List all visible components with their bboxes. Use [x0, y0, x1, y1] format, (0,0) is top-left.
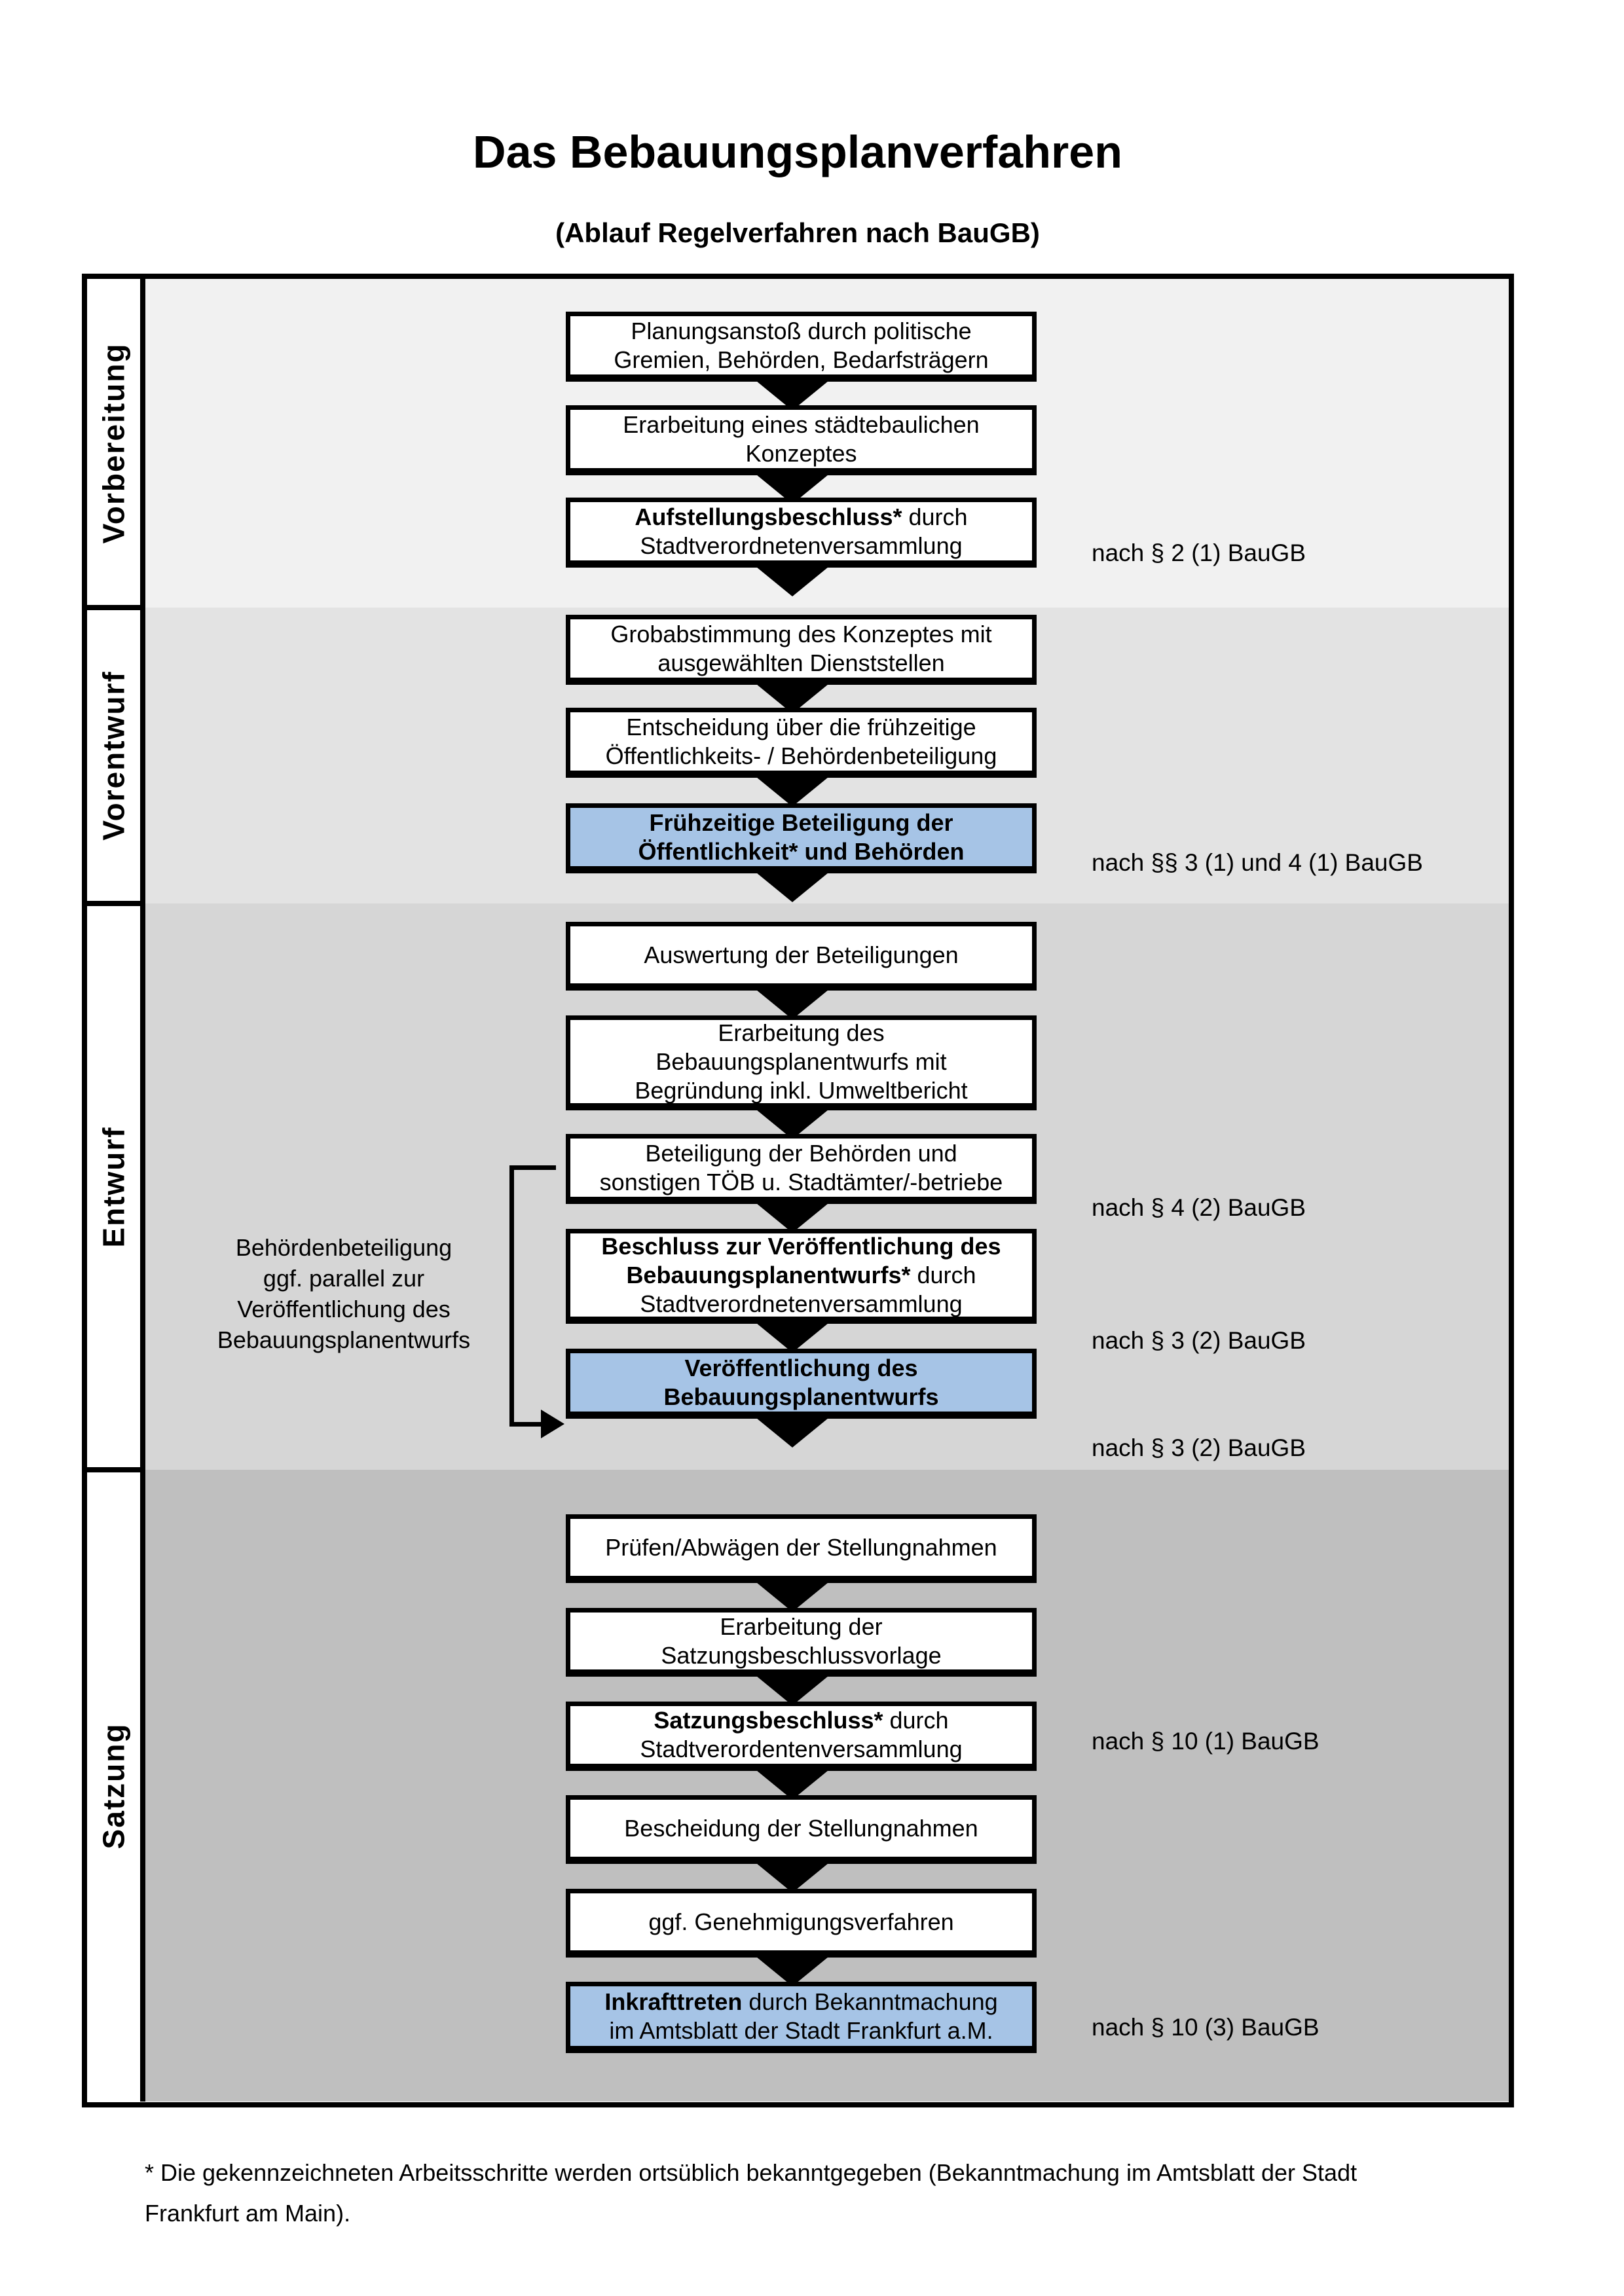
- flow-step-text-line: ausgewählten Dienststellen: [657, 649, 945, 676]
- legal-reference: nach § 4 (2) BauGB: [1092, 1194, 1306, 1221]
- legal-reference: nach § 2 (1) BauGB: [1092, 539, 1306, 566]
- footnote: * Die gekennzeichneten Arbeitsschritte w…: [145, 2159, 1357, 2227]
- phase-sidebar-label-vorentwurf: Vorentwurf: [87, 608, 140, 903]
- down-arrow-icon: [756, 990, 828, 1019]
- flow-step: Prüfen/Abwägen der Stellungnahmen: [566, 1514, 1037, 1583]
- flow-step-text-line: Stadtverordnetenversammlung: [640, 532, 963, 559]
- phase-sidebar-label-vorbereitung: Vorbereitung: [87, 279, 140, 608]
- flow-step-text-line: Bebauungsplanentwurfs* durch: [626, 1261, 976, 1288]
- flow-step-text-line: sonstigen TÖB u. Stadtämter/-betriebe: [599, 1168, 1003, 1195]
- flow-step: ggf. Genehmigungsverfahren: [566, 1889, 1037, 1958]
- flow-step-text-line: Aufstellungsbeschluss* durch: [635, 503, 968, 530]
- sidebar-section-divider: [87, 1467, 140, 1472]
- down-arrow-icon: [756, 1676, 828, 1705]
- flow-step-text-line: Stadtverordentenversammlung: [640, 1736, 963, 1762]
- legal-reference: nach §§ 3 (1) und 4 (1) BauGB: [1092, 849, 1423, 876]
- flow-step-text-line: Bebauungsplanentwurfs mit: [655, 1048, 947, 1075]
- parallel-connector-bottom-line: [514, 1422, 544, 1427]
- flow-step-text-line: ggf. Genehmigungsverfahren: [648, 1908, 954, 1935]
- flow-step-text-line: Erarbeitung der: [720, 1613, 883, 1640]
- flow-step-text-line: Grobabstimmung des Konzeptes mit: [610, 620, 992, 647]
- down-arrow-icon: [756, 1957, 828, 1986]
- flow-step-text-line: Erarbeitung des: [718, 1019, 885, 1046]
- flow-step: Auswertung der Beteiligungen: [566, 922, 1037, 991]
- phase-label-text: Vorentwurf: [96, 670, 131, 841]
- flow-step-text-line: Öffentlichkeits- / Behördenbeteiligung: [605, 742, 997, 769]
- sidebar-vertical-divider: [140, 279, 145, 2102]
- flow-step-text-line: Öffentlichkeit* und Behörden: [638, 837, 965, 865]
- page-subtitle: (Ablauf Regelverfahren nach BauGB): [555, 217, 1040, 248]
- sidebar-section-divider: [87, 901, 140, 906]
- flow-step-text-line: Stadtverordnetenversammlung: [640, 1290, 963, 1317]
- parallel-procedure-note: Behördenbeteiligung ggf. parallel zur Ve…: [217, 1234, 471, 1353]
- flow-step-text-line: Planungsanstoß durch politische: [631, 317, 972, 344]
- flow-step-text-line: Satzungsbeschluss* durch: [654, 1707, 949, 1734]
- phase-sidebar-label-entwurf: Entwurf: [87, 903, 140, 1470]
- legal-reference: nach § 10 (1) BauGB: [1092, 1728, 1320, 1755]
- down-arrow-icon: [756, 1582, 828, 1612]
- down-arrow-icon: [756, 1323, 828, 1353]
- down-arrow-icon: [756, 777, 828, 807]
- flow-step-text-line: im Amtsblatt der Stadt Frankfurt a.M.: [609, 2016, 993, 2044]
- flow-step-text-line: Gremien, Behörden, Bedarfsträgern: [614, 346, 989, 373]
- parallel-connector-arrow-icon: [541, 1410, 564, 1438]
- parallel-connector-vertical-line: [509, 1165, 514, 1427]
- phase-label-text: Entwurf: [96, 1125, 131, 1248]
- parallel-connector-top-line: [509, 1165, 556, 1170]
- phase-label-text: Satzung: [96, 1722, 131, 1849]
- flow-step-text-line: Prüfen/Abwägen der Stellungnahmen: [605, 1533, 997, 1561]
- legal-reference: nach § 10 (3) BauGB: [1092, 2014, 1320, 2041]
- down-arrow-icon: [756, 873, 828, 902]
- page-title: Das Bebauungsplanverfahren: [473, 126, 1122, 177]
- legal-reference: nach § 3 (2) BauGB: [1092, 1434, 1306, 1461]
- flow-step-text-line: Konzeptes: [745, 439, 857, 467]
- flow-step-text-line: Inkrafttreten durch Bekanntmachung: [604, 1988, 998, 2015]
- flow-step-text-line: Auswertung der Beteiligungen: [644, 941, 959, 968]
- flow-step-text-line: Veröffentlichung des: [684, 1354, 918, 1381]
- flow-step-text-line: Beschluss zur Veröffentlichung des: [601, 1232, 1001, 1260]
- legal-reference: nach § 3 (2) BauGB: [1092, 1327, 1306, 1354]
- down-arrow-icon: [756, 567, 828, 596]
- down-arrow-icon: [756, 1770, 828, 1800]
- flow-step-text-line: Bescheidung der Stellungnahmen: [624, 1814, 978, 1842]
- flow-step-text-line: Entscheidung über die frühzeitige: [626, 713, 976, 740]
- down-arrow-icon: [756, 1418, 828, 1448]
- flow-step-text-line: Satzungsbeschlussvorlage: [661, 1641, 942, 1669]
- flow-step: Bescheidung der Stellungnahmen: [566, 1795, 1037, 1864]
- phase-sidebar-label-satzung: Satzung: [87, 1470, 140, 2102]
- down-arrow-icon: [756, 1203, 828, 1233]
- phase-label-text: Vorbereitung: [96, 342, 131, 544]
- flow-step-text-line: Beteiligung der Behörden und: [645, 1139, 957, 1167]
- flow-step-text-line: Bebauungsplanentwurfs: [663, 1383, 939, 1410]
- flow-step-text-line: Begründung inkl. Umweltbericht: [635, 1076, 968, 1104]
- sidebar-section-divider: [87, 605, 140, 610]
- flow-step-text-line: Erarbeitung eines städtebaulichen: [623, 410, 980, 438]
- down-arrow-icon: [756, 1863, 828, 1893]
- flow-step-text-line: Frühzeitige Beteiligung der: [649, 809, 953, 836]
